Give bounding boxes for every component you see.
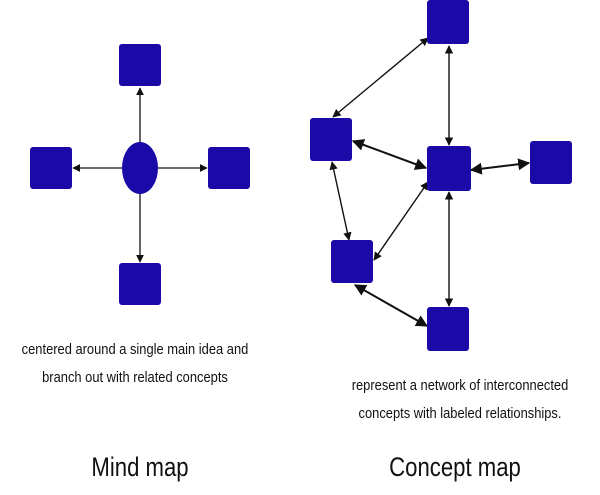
mind-map-caption-line-1: centered around a single main idea and (21, 341, 249, 358)
concept-map-caption-line-2: concepts with labeled relationships. (358, 405, 562, 422)
concept-node-bottom (427, 307, 469, 351)
mind-map-node-bottom (119, 263, 161, 305)
concept-map-caption: represent a network of interconnected co… (340, 372, 581, 428)
concept-map-nodes (310, 0, 572, 351)
mind-map-edges (72, 87, 208, 263)
concept-edge-lower-bottom (353, 284, 429, 327)
mind-map-node-right (208, 147, 250, 189)
concept-node-left (310, 118, 352, 161)
concept-node-lower-left (331, 240, 373, 283)
concept-node-center (427, 146, 471, 191)
concept-map-edges (329, 37, 531, 327)
concept-map-caption-line-1: represent a network of interconnected (351, 377, 569, 394)
concept-edge-top-left (332, 37, 429, 118)
concept-edge-left-center (351, 139, 428, 170)
mind-map-node-top (119, 44, 161, 86)
mind-map-center-node (122, 142, 158, 194)
concept-edge-center-right (469, 158, 531, 175)
mind-map-caption-line-2: branch out with related concepts (42, 369, 228, 386)
mind-map-node-left (30, 147, 72, 189)
concept-map-title: Concept map (389, 452, 521, 482)
concept-node-top (427, 0, 469, 44)
concept-node-right (530, 141, 572, 184)
concept-edge-left-lower (329, 161, 352, 241)
mind-map-nodes (30, 44, 250, 305)
concept-edge-lower-center (373, 181, 429, 261)
mind-map-title: Mind map (91, 452, 189, 482)
mind-map-caption: centered around a single main idea and b… (19, 336, 251, 392)
